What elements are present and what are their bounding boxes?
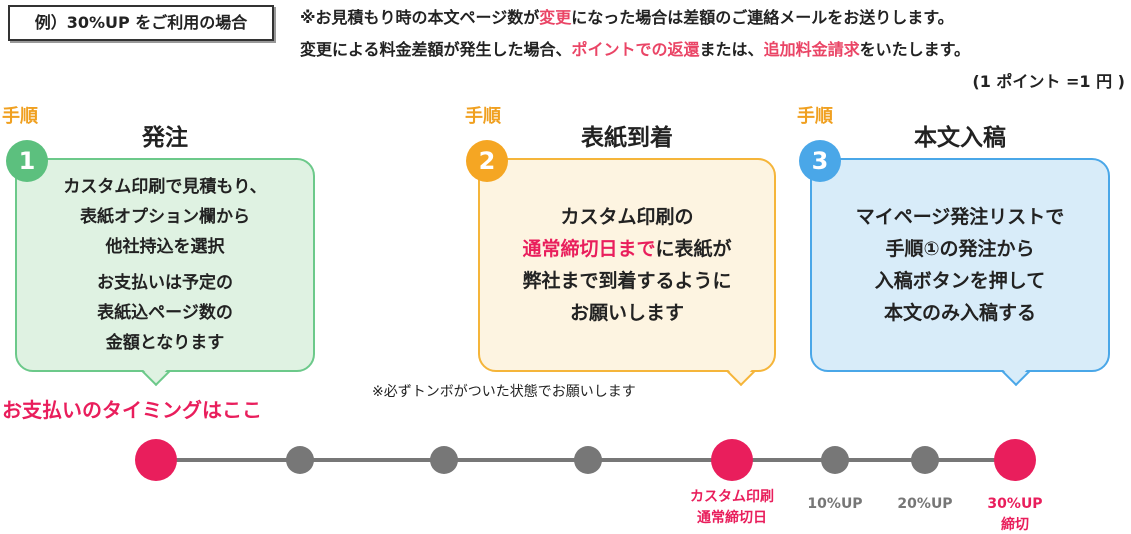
step-2-number: 2	[466, 140, 508, 182]
note-highlight: 変更	[539, 8, 572, 27]
step-text: カスタム印刷で見積もり、	[63, 177, 267, 197]
step-3-number: 3	[799, 140, 841, 182]
step-text: お支払いは予定の	[97, 273, 233, 293]
step-1-box: カスタム印刷で見積もり、 表紙オプション欄から 他社持込を選択 お支払いは予定の…	[15, 158, 315, 372]
note-highlight: 追加料金請求	[763, 40, 860, 59]
note-text: 変更による料金差額が発生した場合、	[300, 40, 572, 59]
timeline-dot-standard-deadline	[711, 439, 753, 481]
step-text: 弊社まで到着するように	[522, 270, 732, 292]
step-text: 表紙込ページ数の	[97, 303, 233, 323]
label-line: カスタム印刷	[690, 489, 774, 505]
step-text: 手順①の発注から	[885, 238, 1035, 260]
note-highlight: ポイントでの返還	[571, 40, 700, 59]
note-line-1: ※お見積もり時の本文ページ数が変更になった場合は差額のご連絡メールをお送りします…	[300, 4, 954, 28]
step-3-prefix: 手順	[797, 106, 833, 127]
note-text: または、	[699, 40, 764, 59]
timeline-dot	[286, 446, 314, 474]
timeline-label-10up: 10%UP	[807, 496, 863, 512]
payment-timing-label: お支払いのタイミングはここ	[2, 398, 262, 422]
step-text: 金額となります	[105, 333, 225, 353]
label-line: 締切	[1000, 517, 1029, 533]
step-text: 表紙オプション欄から	[80, 207, 250, 227]
timeline-dot	[430, 446, 458, 474]
timeline-dot-30up	[994, 439, 1036, 481]
step-text: 入稿ボタンを押して	[874, 270, 1046, 292]
step-text: カスタム印刷の	[560, 206, 694, 228]
step-1-prefix: 手順	[2, 106, 38, 127]
note-text: ※お見積もり時の本文ページ数が	[300, 8, 540, 27]
example-label: 例）30%UP をご利用の場合	[8, 5, 274, 41]
step-text: 通常締切日までに表紙が	[480, 233, 774, 265]
timeline-label-standard-deadline: カスタム印刷通常締切日	[690, 487, 774, 529]
timeline-label-20up: 20%UP	[897, 496, 953, 512]
step-text: マイページ発注リストで	[855, 206, 1065, 228]
step-text: 他社持込を選択	[105, 237, 225, 257]
step-text: 本文のみ入稿する	[883, 302, 1036, 324]
deadline-highlight: 通常締切日まで	[522, 238, 656, 260]
step-1-number: 1	[6, 140, 48, 182]
timeline-dot-20up	[911, 446, 939, 474]
note-text: をいたします。	[859, 40, 970, 59]
step-2-title: 表紙到着	[581, 125, 673, 151]
label-line: 30%UP	[987, 496, 1043, 512]
step-2-box: カスタム印刷の 通常締切日までに表紙が 弊社まで到着するように お願いします	[478, 158, 776, 372]
step-1-title: 発注	[142, 125, 188, 151]
label-line: 通常締切日	[697, 510, 767, 526]
tombo-note: ※必ずトンボがついた状態でお願いします	[372, 384, 636, 400]
step-2-prefix: 手順	[465, 106, 501, 127]
timeline-dot	[574, 446, 602, 474]
step-3-box: マイページ発注リストで 手順①の発注から 入稿ボタンを押して 本文のみ入稿する	[810, 158, 1110, 372]
note-line-3: (1 ポイント =1 円 )	[972, 72, 1125, 91]
note-text: になった場合は差額のご連絡メールをお送りします。	[571, 8, 954, 27]
step-text-rest: に表紙が	[655, 238, 732, 260]
step-3-title: 本文入稿	[914, 125, 1006, 151]
step-text: お願いします	[569, 302, 684, 324]
timeline-label-30up: 30%UP 締切	[987, 494, 1042, 534]
timeline-dot-10up	[821, 446, 849, 474]
note-line-2: 変更による料金差額が発生した場合、ポイントでの返還または、追加料金請求をいたしま…	[300, 36, 970, 60]
timeline-dot-payment	[135, 439, 177, 481]
